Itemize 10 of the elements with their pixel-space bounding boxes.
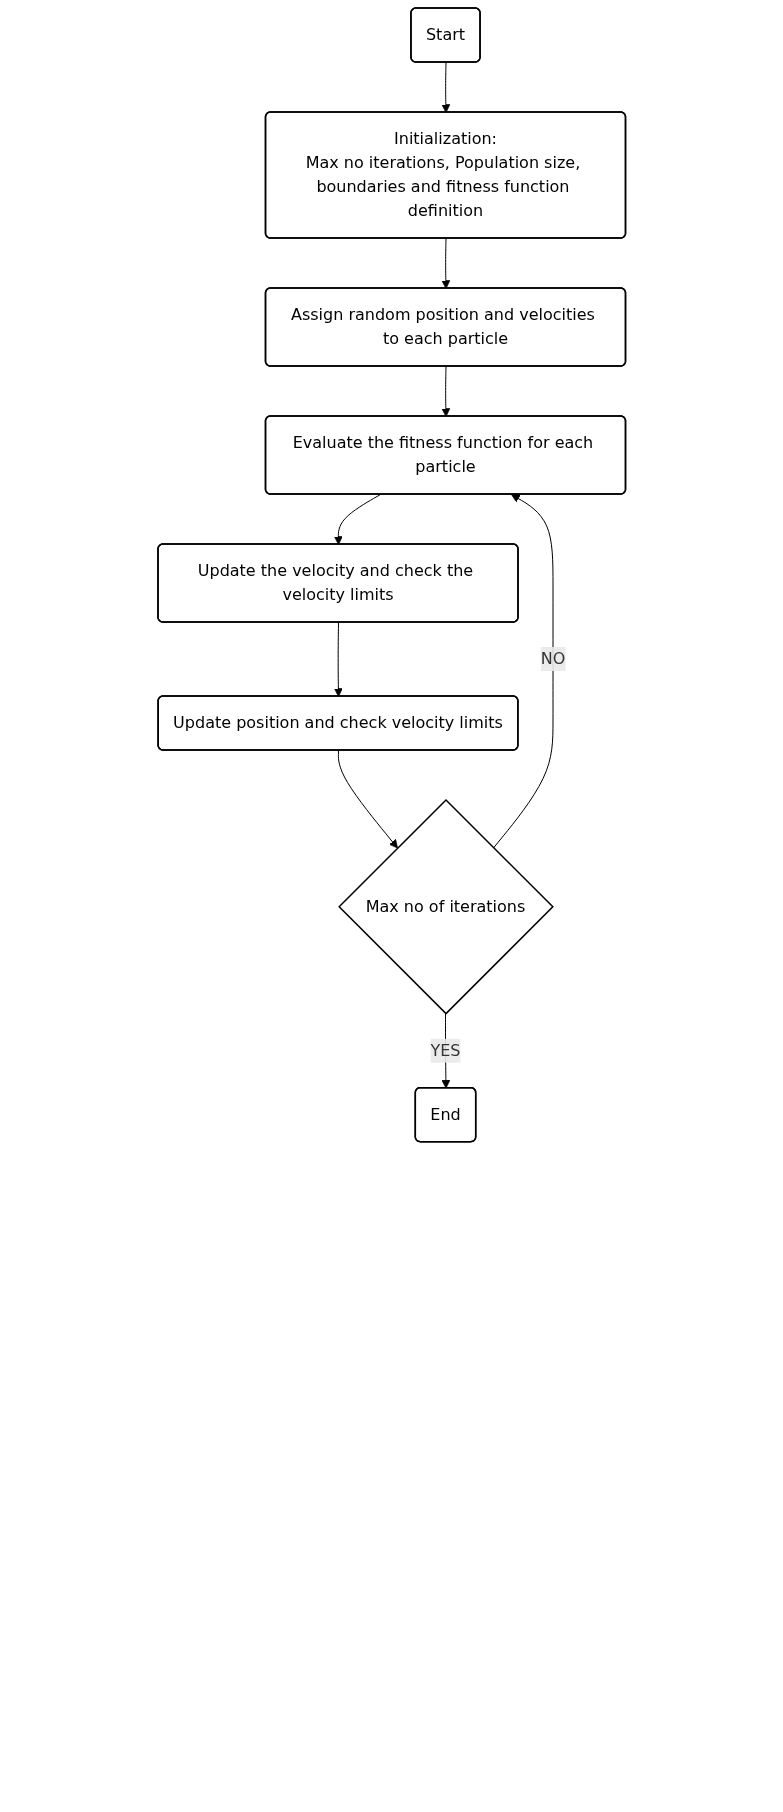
arrow: [333, 494, 381, 545]
arrow: [441, 366, 450, 417]
arrow: [492, 494, 554, 849]
arrow: [333, 622, 343, 697]
node-diamond: Max no of iterations: [337, 798, 554, 1015]
edge-label: NO: [540, 649, 566, 668]
arrow: [337, 750, 398, 849]
arrow: [441, 62, 450, 113]
edge-label: YES: [430, 1040, 461, 1060]
arrow: [441, 238, 450, 289]
